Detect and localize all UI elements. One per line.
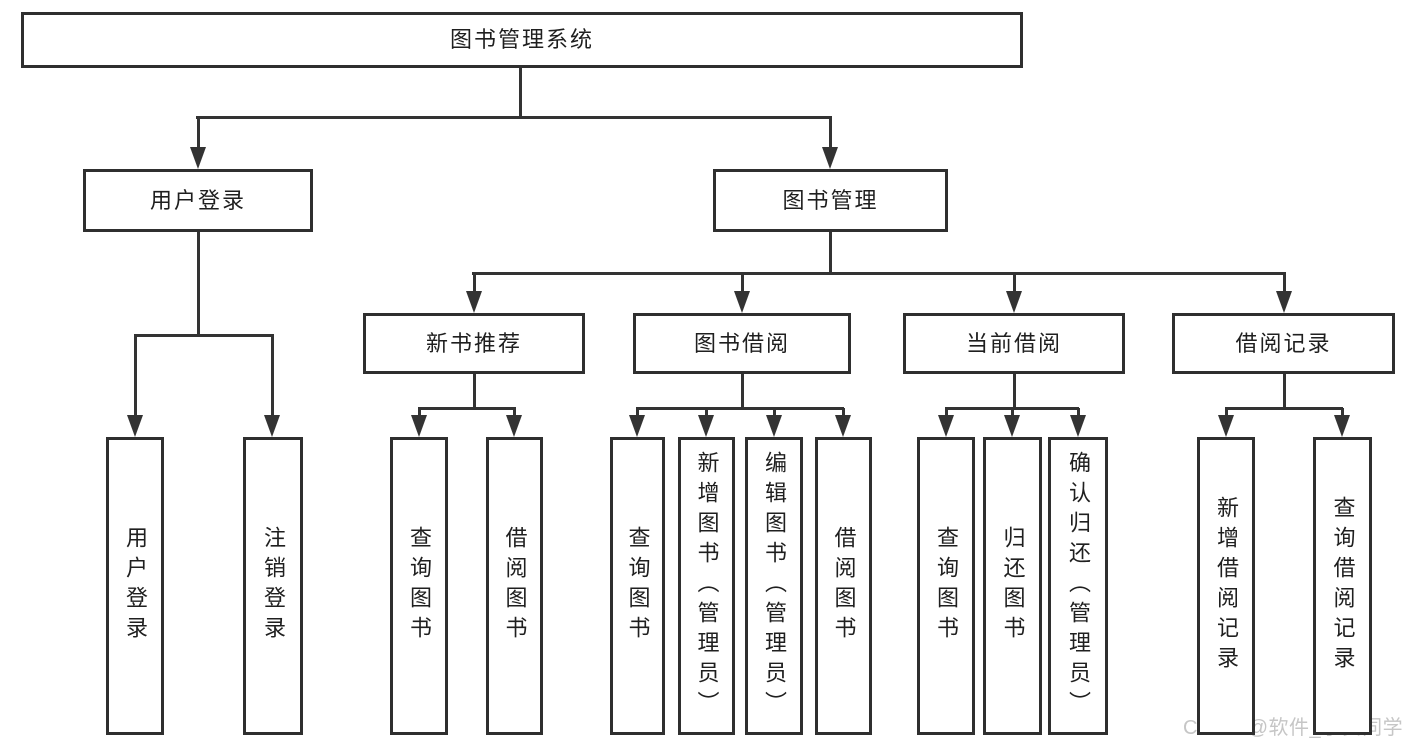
node-label: 注销登录 bbox=[261, 526, 286, 646]
node-label: 借阅图书 bbox=[502, 526, 528, 646]
arrow-stem bbox=[1010, 408, 1014, 417]
arrow-down-icon bbox=[629, 415, 645, 437]
arrow-stem bbox=[772, 408, 776, 417]
node-leaf-logout: 注销登录 bbox=[243, 437, 303, 735]
node-leaf-query-borrow-record: 查询借阅记录 bbox=[1313, 437, 1372, 735]
arrow-down-icon bbox=[835, 415, 851, 437]
node-label: 查询图书 bbox=[625, 526, 651, 646]
arrow-down-icon bbox=[411, 415, 427, 437]
node-label: 借阅记录 bbox=[1235, 330, 1332, 356]
node-book-borrowing: 图书借阅 bbox=[633, 313, 851, 374]
arrow-stem bbox=[417, 408, 421, 417]
node-label: 用户登录 bbox=[149, 187, 246, 213]
arrow-down-icon bbox=[734, 291, 750, 313]
node-label: 用户登录 bbox=[123, 526, 148, 646]
node-book-management: 图书管理 bbox=[713, 169, 948, 232]
node-leaf-edit-book-admin: 编辑图书（管理员） bbox=[745, 437, 803, 735]
arrow-down-icon bbox=[1004, 415, 1020, 437]
arrow-stem bbox=[512, 408, 516, 417]
node-label: 借阅图书 bbox=[831, 526, 857, 646]
node-label: 编辑图书（管理员） bbox=[762, 451, 787, 721]
connector-line-vertical bbox=[740, 374, 744, 410]
arrow-down-icon bbox=[506, 415, 522, 437]
node-leaf-borrow-book-2: 借阅图书 bbox=[815, 437, 872, 735]
arrow-stem bbox=[828, 117, 832, 149]
arrow-stem bbox=[944, 408, 948, 417]
arrow-stem bbox=[472, 273, 476, 293]
connector-line-vertical bbox=[1012, 374, 1016, 410]
connector-line-horizontal bbox=[636, 406, 844, 410]
node-label: 确认归还（管理员） bbox=[1066, 451, 1091, 721]
node-leaf-return-book: 归还图书 bbox=[983, 437, 1042, 735]
arrow-stem bbox=[1012, 273, 1016, 293]
node-leaf-add-book-admin: 新增图书（管理员） bbox=[678, 437, 735, 735]
connector-line-vertical bbox=[472, 374, 476, 410]
connector-line-horizontal bbox=[418, 406, 516, 410]
node-label: 查询图书 bbox=[934, 526, 959, 646]
node-leaf-confirm-return-admin: 确认归还（管理员） bbox=[1048, 437, 1108, 735]
arrow-down-icon bbox=[466, 291, 482, 313]
connector-line-horizontal bbox=[1225, 406, 1343, 410]
arrow-down-icon bbox=[1006, 291, 1022, 313]
node-current-borrowing: 当前借阅 bbox=[903, 313, 1125, 374]
arrow-stem bbox=[740, 273, 744, 293]
arrow-down-icon bbox=[1276, 291, 1292, 313]
arrow-stem bbox=[841, 408, 845, 417]
node-new-book-recommend: 新书推荐 bbox=[363, 313, 585, 374]
connector-line-horizontal bbox=[134, 333, 274, 337]
arrow-stem bbox=[1282, 273, 1286, 293]
arrow-stem bbox=[270, 335, 274, 417]
node-leaf-add-borrow-record: 新增借阅记录 bbox=[1197, 437, 1255, 735]
node-root: 图书管理系统 bbox=[21, 12, 1023, 68]
node-leaf-query-book-3: 查询图书 bbox=[917, 437, 975, 735]
node-label: 新增借阅记录 bbox=[1214, 496, 1239, 676]
node-leaf-user-login: 用户登录 bbox=[106, 437, 164, 735]
connector-line-vertical bbox=[828, 232, 832, 275]
connector-line-horizontal bbox=[472, 271, 1286, 275]
arrow-stem bbox=[1340, 408, 1344, 417]
node-leaf-borrow-book-1: 借阅图书 bbox=[486, 437, 543, 735]
node-label: 新增图书（管理员） bbox=[694, 451, 720, 721]
node-leaf-query-book-1: 查询图书 bbox=[390, 437, 448, 735]
arrow-stem bbox=[196, 117, 200, 149]
arrow-stem bbox=[635, 408, 639, 417]
arrow-stem bbox=[704, 408, 708, 417]
arrow-down-icon bbox=[190, 147, 206, 169]
connector-line-vertical bbox=[196, 232, 200, 337]
node-label: 当前借阅 bbox=[965, 330, 1062, 356]
arrow-down-icon bbox=[698, 415, 714, 437]
node-label: 图书借阅 bbox=[693, 330, 790, 356]
node-label: 查询图书 bbox=[407, 526, 432, 646]
node-borrowing-records: 借阅记录 bbox=[1172, 313, 1395, 374]
arrow-down-icon bbox=[822, 147, 838, 169]
connector-line-horizontal bbox=[196, 115, 832, 119]
node-user-login: 用户登录 bbox=[83, 169, 313, 232]
node-label: 图书管理系统 bbox=[449, 27, 594, 52]
node-label: 查询借阅记录 bbox=[1330, 496, 1356, 676]
arrow-stem bbox=[1076, 408, 1080, 417]
arrow-down-icon bbox=[766, 415, 782, 437]
connector-line-vertical bbox=[518, 68, 522, 119]
node-leaf-query-book-2: 查询图书 bbox=[610, 437, 665, 735]
node-label: 新书推荐 bbox=[425, 330, 522, 356]
arrow-down-icon bbox=[127, 415, 143, 437]
arrow-down-icon bbox=[1070, 415, 1086, 437]
arrow-down-icon bbox=[264, 415, 280, 437]
node-label: 图书管理 bbox=[782, 187, 879, 213]
arrow-down-icon bbox=[1218, 415, 1234, 437]
node-label: 归还图书 bbox=[1000, 526, 1026, 646]
arrow-down-icon bbox=[938, 415, 954, 437]
connector-line-vertical bbox=[1282, 374, 1286, 410]
arrow-stem bbox=[133, 335, 137, 417]
arrow-stem bbox=[1224, 408, 1228, 417]
arrow-down-icon bbox=[1334, 415, 1350, 437]
